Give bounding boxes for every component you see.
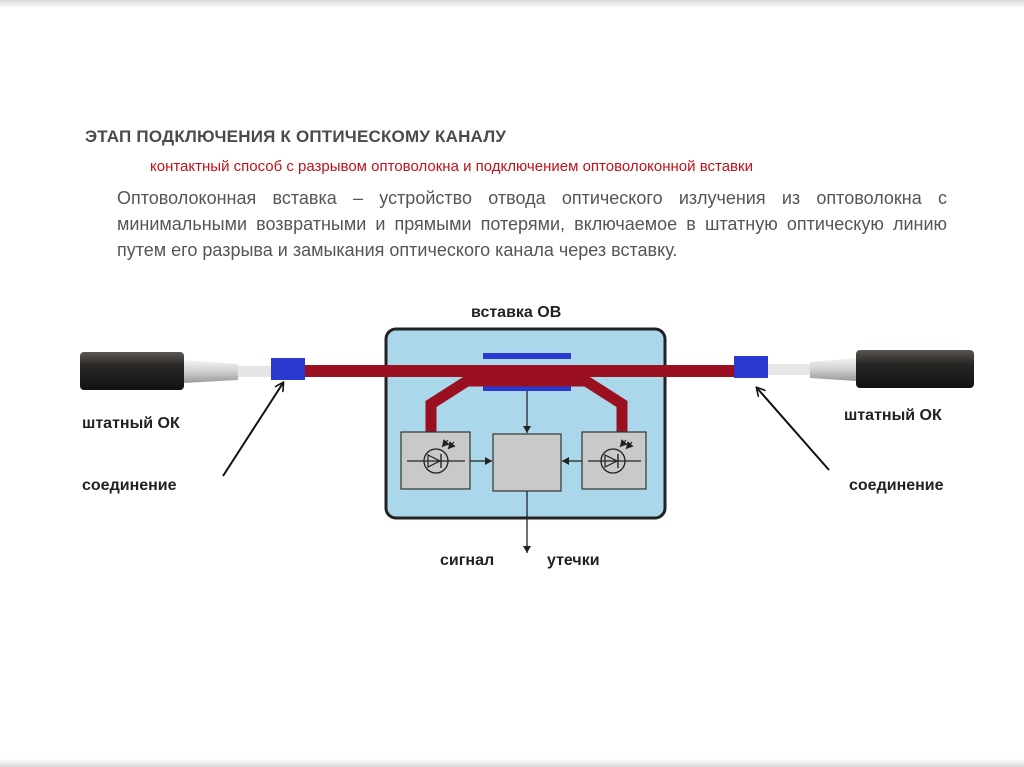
main-fiber (305, 365, 735, 377)
left-joint-pointer-arrow (222, 383, 283, 477)
right-connector (734, 356, 768, 378)
slide-subheading: контактный способ с разрывом оптоволокна… (150, 158, 753, 175)
right-cable (768, 350, 974, 388)
processing-block (492, 433, 562, 492)
right-cable-label: штатный ОК (844, 407, 942, 424)
output-label-signal: сигнал (440, 552, 494, 569)
right-joint-pointer-arrow (757, 388, 830, 471)
left-photodiode-unit (400, 431, 471, 490)
left-cable-label: штатный ОК (82, 415, 180, 432)
bottom-frame-shadow (0, 759, 1024, 767)
definition-paragraph: Оптоволоконная вставка – устройство отво… (117, 188, 947, 260)
tap-fiber-branch (425, 375, 628, 432)
coupler-strip-bottom (483, 385, 571, 391)
right-joint-label: соединение (849, 477, 944, 494)
slide-heading: ЭТАП ПОДКЛЮЧЕНИЯ К ОПТИЧЕСКОМУ КАНАЛУ (85, 127, 507, 146)
top-frame-shadow (0, 0, 1024, 8)
left-cable (80, 352, 272, 390)
right-photodiode-unit (581, 431, 647, 490)
coupler-strip-top (483, 353, 571, 359)
insert-title: вставка ОВ (471, 304, 561, 321)
left-connector (271, 358, 305, 380)
left-joint-label: соединение (82, 477, 177, 494)
output-label-leak: утечки (547, 552, 600, 569)
